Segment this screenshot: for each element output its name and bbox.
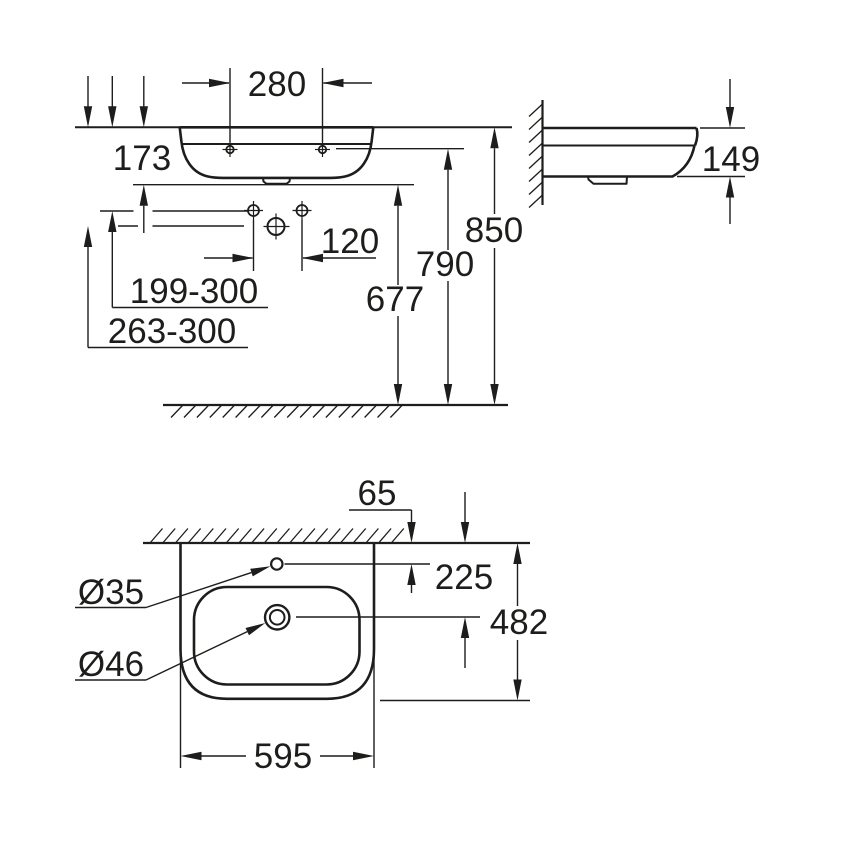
dim-850-label: 850 xyxy=(465,211,523,250)
dim-677: 677 xyxy=(366,184,424,405)
dim-149-label: 149 xyxy=(702,140,760,179)
dim-149: 149 xyxy=(677,79,760,224)
side-basin-outline xyxy=(542,126,699,185)
dim-199-300: 199-300 xyxy=(108,76,268,311)
front-view: 280 173 199-300 263-300 xyxy=(75,65,523,418)
dim-263-300: 263-300 xyxy=(83,76,248,351)
dim-173: 173 xyxy=(113,76,171,233)
dim-677-label: 677 xyxy=(366,280,424,319)
dim-482-label: 482 xyxy=(490,603,548,642)
dim-65-label: 65 xyxy=(358,474,397,513)
tap-hole-icon xyxy=(269,557,284,571)
top-wall-hatching xyxy=(149,528,405,544)
dim-280-label: 280 xyxy=(248,65,306,104)
ground-hatching xyxy=(170,405,403,418)
front-drain-tab xyxy=(262,177,291,185)
dim-225-label: 225 xyxy=(435,558,493,597)
front-supply-holes xyxy=(244,201,312,220)
dim-263-300-label: 263-300 xyxy=(108,312,236,351)
dim-120-label: 120 xyxy=(321,222,379,261)
dim-225: 225 xyxy=(435,492,493,668)
dia35-label: Ø35 xyxy=(78,573,144,612)
top-basin-outline xyxy=(179,543,376,701)
side-drain-tab xyxy=(587,176,628,185)
leader-dia35: Ø35 xyxy=(75,566,271,612)
dim-120: 120 xyxy=(204,220,379,271)
dim-173-label: 173 xyxy=(113,139,171,178)
front-basin-outline xyxy=(178,127,375,185)
side-wall-hatching xyxy=(528,103,543,208)
leader-dia46: Ø46 xyxy=(75,623,266,684)
dim-199-300-label: 199-300 xyxy=(130,272,258,311)
waste-hole-icon xyxy=(263,603,291,631)
dim-65: 65 xyxy=(349,474,416,593)
dim-482: 482 xyxy=(490,543,548,701)
front-drain-symbol xyxy=(263,213,290,240)
dim-595-label: 595 xyxy=(254,737,312,776)
dim-790: 790 xyxy=(416,148,474,405)
front-fixing-holes xyxy=(222,142,330,157)
dim-280: 280 xyxy=(182,65,372,142)
dia46-label: Ø46 xyxy=(78,645,144,684)
top-bowl-outline xyxy=(192,585,361,686)
dim-595: 595 xyxy=(180,737,374,776)
dim-790-label: 790 xyxy=(416,245,474,284)
ground-line xyxy=(163,403,508,418)
side-view: 149 xyxy=(528,79,760,224)
top-view: Ø35 Ø46 65 225 xyxy=(75,474,548,776)
dim-850: 850 xyxy=(465,127,523,405)
